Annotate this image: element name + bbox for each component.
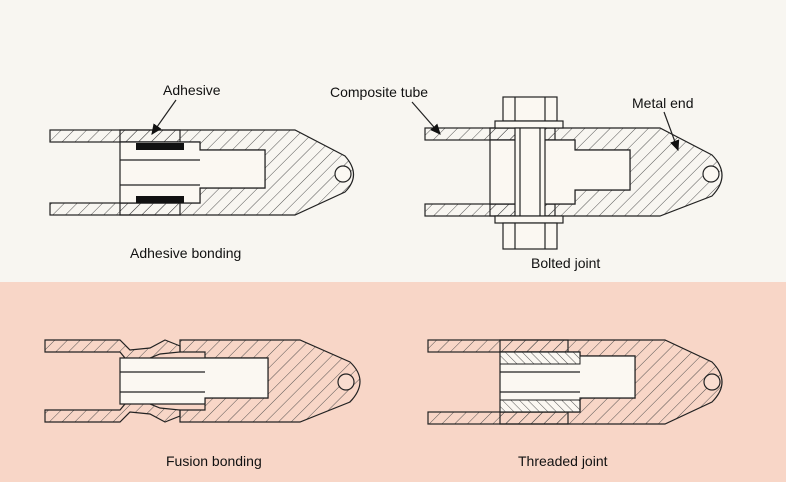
pin-hole bbox=[334, 165, 352, 183]
threaded-joint-figure: Threaded joint bbox=[427, 339, 723, 469]
bolt-washer-bottom bbox=[494, 215, 564, 224]
fusion-bonding-figure: Fusion bonding bbox=[44, 339, 361, 469]
composite-tube-label: Composite tube bbox=[330, 84, 428, 100]
adhesive-arrow bbox=[151, 99, 177, 135]
thread-upper bbox=[499, 351, 581, 365]
adhesive-label: Adhesive bbox=[163, 82, 221, 98]
tube-wall-top bbox=[44, 339, 181, 361]
tube-wall-bottom bbox=[44, 401, 181, 423]
pin-hole bbox=[702, 165, 720, 183]
bolt-nut bbox=[502, 222, 558, 250]
bolt-head bbox=[502, 96, 558, 122]
adhesive-layer-bottom bbox=[136, 196, 184, 203]
fusion-bonding-caption: Fusion bonding bbox=[166, 453, 262, 469]
pin-hole bbox=[337, 373, 355, 391]
bolt-washer-top bbox=[494, 120, 564, 129]
adhesive-bonding-figure: Adhesive Adhesive bonding bbox=[49, 82, 355, 261]
adhesive-bonding-caption: Adhesive bonding bbox=[130, 245, 241, 261]
metal-end-arrow bbox=[663, 111, 680, 152]
bolted-joint-figure: Composite tube Metal end Bolted joint bbox=[330, 84, 723, 271]
thread-lower bbox=[499, 399, 581, 413]
adhesive-layer-top bbox=[136, 143, 184, 150]
pin-hole bbox=[703, 373, 721, 391]
bolted-joint-caption: Bolted joint bbox=[531, 255, 600, 271]
metal-end-label: Metal end bbox=[632, 95, 693, 111]
threaded-joint-caption: Threaded joint bbox=[518, 453, 608, 469]
composite-tube-arrow bbox=[411, 101, 441, 135]
inner-cavity bbox=[119, 357, 269, 405]
